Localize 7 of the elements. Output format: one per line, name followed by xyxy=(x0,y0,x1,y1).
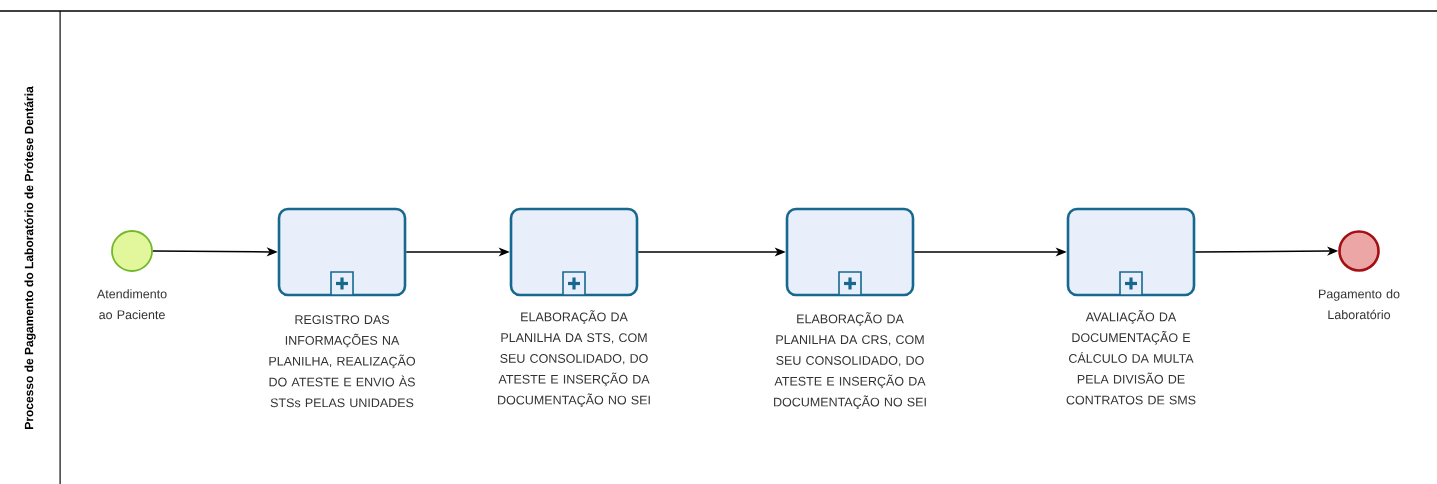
task-label: ELABORAÇÃO DA PLANILHA DA CRS, COM SEU CONSOLIDADO, DO ATESTE E INSERÇÃO DA DOCUMENTAÇÃO NO SEI xyxy=(774,312,926,409)
task-label: REGISTRO DAS INFORMAÇÕES NA PLANILHA, REALIZAÇÃO DO ATESTE E ENVIO ÀS STSs PELAS UNIDADES xyxy=(269,315,416,408)
task-label: AVALIAÇÃO DA DOCUMENTAÇÃO E CÁLCULO DA MULTA PELA DIVISÃO DE CONTRATOS DE SMS xyxy=(1066,310,1196,405)
task-label: Pagamento do Laboratório xyxy=(1319,289,1400,320)
task-label: Atendimento ao Paciente xyxy=(96,289,167,320)
pool-title: Processo de Pagamento do Laboratório de Prótese Dentária xyxy=(24,86,36,429)
task-label: ELABORAÇÃO DA PLANILHA DA STS, COM SEU CONSOLIDADO, DO ATESTE E INSERÇÃO DA DOCUMENTAÇÃO NO SEI xyxy=(498,310,650,407)
